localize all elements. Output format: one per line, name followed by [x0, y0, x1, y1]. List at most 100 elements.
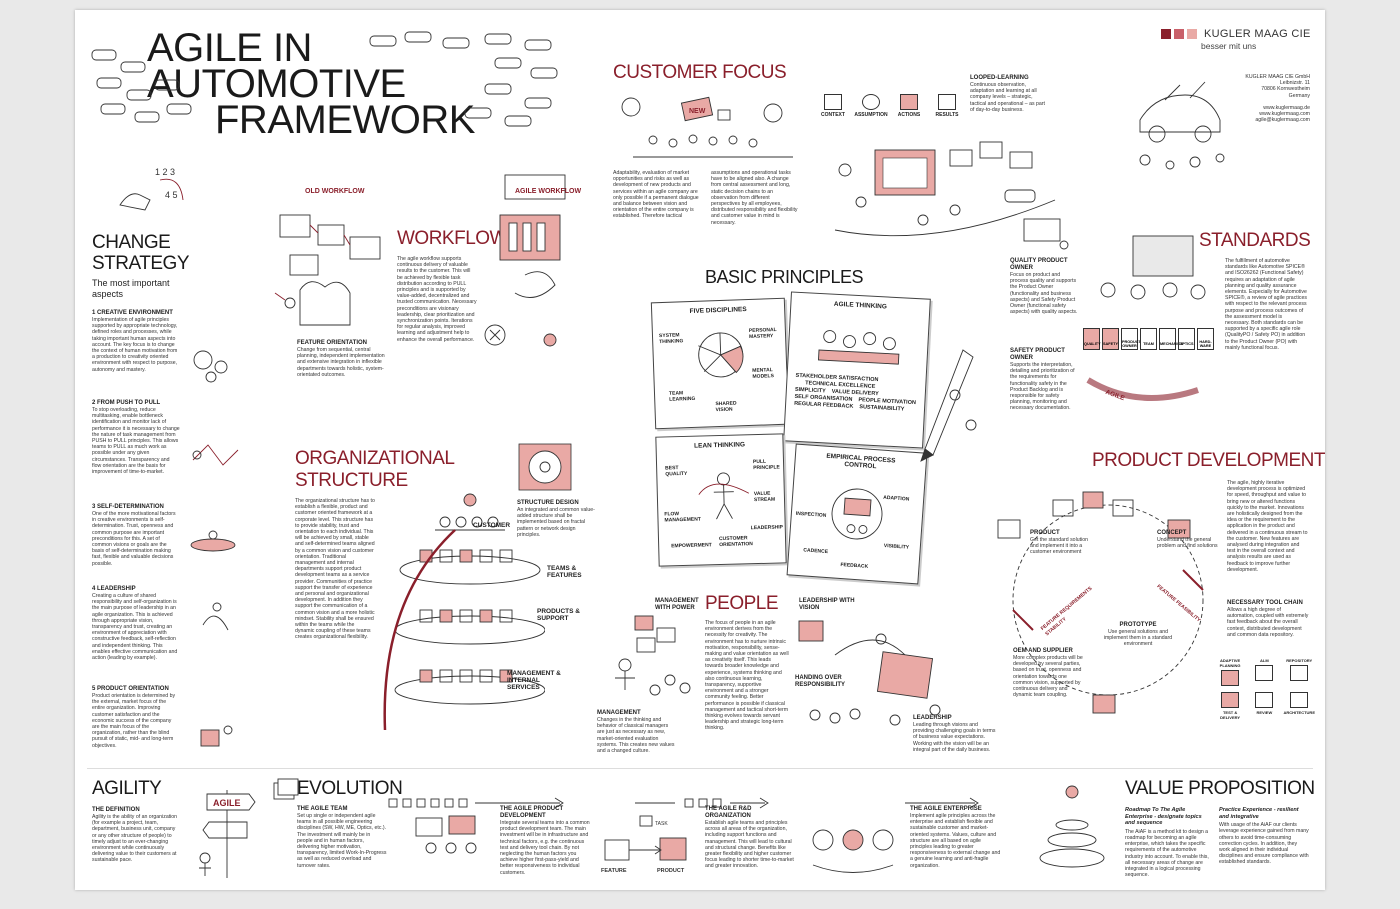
new-label: NEW — [689, 108, 706, 115]
title-line-1: AGILE IN — [147, 26, 312, 70]
looped-learning-steps: CONTEXT ASSUMPTION ACTIONS RESULTS — [815, 94, 965, 119]
card-empirical-process-control: EMPIRICAL PROCESS CONTROL ADAPTION INSPE… — [786, 443, 928, 585]
change-strategy-heading: CHANGE STRATEGY — [92, 232, 190, 274]
strategy-item-title: 5 PRODUCT ORIENTATION — [92, 686, 169, 692]
stage-title: THE AGILE TEAM — [297, 806, 348, 812]
rnd-organization-sketch — [812, 829, 894, 873]
address-line: Germany — [1288, 92, 1310, 99]
brand-address: KUGLER MAAG CIE GmbH Leibnizstr. 11 7080… — [1235, 74, 1310, 123]
lean-label: VALUE STREAM — [753, 490, 776, 504]
discipline-label: TEAM LEARNING — [668, 390, 696, 403]
standards-text: The fulfillment of automotive standards … — [1225, 258, 1307, 351]
discipline-label: SHARED VISION — [715, 400, 737, 414]
loop-step-label: RESULTS — [935, 112, 959, 118]
tool-label: ARCHITECTURE — [1283, 710, 1315, 715]
cars-sketch-top — [369, 31, 558, 127]
heading-line: CHANGE — [92, 232, 171, 253]
website-link[interactable]: www.kuglermaag.com — [1259, 111, 1310, 118]
spo-text: Supports the interpretation, detailing a… — [1010, 362, 1075, 412]
tool-item: ADAPTIVE PLANNING — [1215, 658, 1245, 686]
org-structure-text: The organizational structure has to esta… — [295, 498, 375, 641]
agility-heading: AGILITY — [92, 778, 162, 799]
value-prop-title: Practice Experience - resilient and inte… — [1219, 807, 1299, 820]
empirical-label: INSPECTION — [795, 510, 827, 519]
loop-step: ASSUMPTION — [853, 94, 889, 119]
oem-title: OEM AND SUPPLIER — [1013, 648, 1073, 654]
card-title: AGILE THINKING — [833, 300, 888, 311]
poster: AGILE IN AUTOMOTIVE FRAMEWORK KUGLER MAA… — [75, 10, 1325, 890]
product-dev-cycle — [997, 491, 1204, 714]
loop-step-label: ACTIONS — [897, 112, 921, 118]
agility-definition: THE DEFINITION Agility is the ability of… — [92, 807, 180, 864]
feature-label: FEATURE — [601, 868, 627, 874]
car-sketch-exploded — [1139, 81, 1225, 170]
empirical-sketch — [831, 488, 883, 540]
stage-title: THE AGILE R&D ORGANIZATION — [705, 806, 752, 819]
hand-numbers-icon: 1 2 3 4 5 — [119, 167, 184, 211]
tool-item: ALM — [1249, 658, 1279, 686]
strategy-item: 2 FROM PUSH TO PULL To stop overloading,… — [92, 400, 180, 504]
lean-label: BEST QUALITY — [665, 465, 688, 478]
concept-block: CONCEPT Understand the general problem a… — [1157, 530, 1219, 549]
tool-chain-text: Allows a high degree of automation, coup… — [1227, 607, 1309, 638]
brand-block: KUGLER MAAG CIE besser mit uns — [1161, 28, 1311, 51]
address-line: 70806 Kornwestheim — [1261, 86, 1310, 93]
lean-label: CUSTOMER ORIENTATION — [718, 535, 753, 549]
tool-chain-icons: ADAPTIVE PLANNING ALM REPOSITORY TEST & … — [1215, 658, 1315, 720]
card-agile-thinking: AGILE THINKING STAKEHOLDER SATISFACTION … — [783, 291, 931, 449]
management-title: MANAGEMENT — [597, 710, 641, 716]
strategy-item-text: Creating a culture of shared responsibil… — [92, 593, 178, 662]
tool-item: REPOSITORY — [1283, 658, 1315, 686]
org-structure-layers — [383, 493, 545, 731]
leadership-text: Leading through visions and providing ch… — [913, 722, 996, 753]
concept-title: CONCEPT — [1157, 530, 1187, 536]
five-disciplines-wheel — [698, 332, 744, 378]
strategy-item: 4 LEADERSHIP Creating a culture of share… — [92, 586, 180, 686]
signpost-sketch: AGILE — [199, 790, 256, 878]
structure-design-sketch — [518, 443, 572, 491]
main-title: AGILE IN AUTOMOTIVE FRAMEWORK — [147, 26, 475, 140]
stage-title: THE AGILE PRODUCT DEVELOPMENT — [500, 806, 564, 819]
lean-label: PULL PRINCIPLE — [752, 458, 780, 472]
change-strategy-subheading: The most important aspects — [92, 278, 170, 299]
customer-focus-text-1: Adaptability, evaluation of market oppor… — [613, 170, 699, 220]
loop-step: ACTIONS — [891, 94, 927, 119]
cars-sketch-left — [91, 49, 192, 123]
svg-text:4 5: 4 5 — [165, 190, 178, 200]
structure-design: STRUCTURE DESIGN An integrated and commo… — [517, 500, 597, 538]
title-line-2: AUTOMOTIVE — [147, 62, 406, 106]
change-strategy-list: 1 CREATIVE ENVIRONMENT Implementation of… — [92, 310, 180, 749]
prototype-text: Use general solutions and implement them… — [1103, 629, 1173, 648]
lean-label: FLOW MANAGEMENT — [664, 511, 701, 524]
email-link[interactable]: agile@kuglermaag.com — [1255, 117, 1310, 124]
brand-name: KUGLER MAAG CIE — [1204, 28, 1311, 40]
website-link[interactable]: www.kuglermaag.de — [1263, 104, 1310, 111]
management-text: Changes in the thinking and behavior of … — [597, 717, 675, 755]
lean-thinking-sketch — [698, 472, 750, 520]
stage-title: THE AGILE ENTERPRISE — [910, 806, 982, 812]
evolution-stage-4: THE AGILE ENTERPRISE Implement agile pri… — [910, 806, 1002, 869]
bottom-separator — [87, 768, 1313, 769]
oem-block: OEM AND SUPPLIER More complex products w… — [1013, 648, 1085, 698]
agile-thinking-labels: STAKEHOLDER SATISFACTION TECHNICAL EXCEL… — [794, 373, 920, 414]
card-five-disciplines: FIVE DISCIPLINES SYSTEM THINKING PERSONA… — [650, 297, 790, 430]
definition-text: Agility is the ability of an organizatio… — [92, 814, 178, 864]
product-block: PRODUCT Get the standard solution and im… — [1030, 530, 1095, 556]
feature-orientation: FEATURE ORIENTATION Change from sequenti… — [297, 340, 392, 378]
mechanics-icon: MECHANICS — [1159, 328, 1183, 350]
layer-teams: TEAMS & FEATURES — [547, 565, 582, 579]
quality-product-owner: QUALITY PRODUCT OWNER Focus on product a… — [1010, 258, 1078, 315]
strategy-item: 5 PRODUCT ORIENTATION Product orientatio… — [92, 686, 180, 749]
old-workflow-sketch: OLD WORKFLOW — [274, 188, 381, 326]
org-structure-heading: ORGANIZATIONAL STRUCTURE — [295, 448, 455, 492]
prototype-title: PROTOTYPE — [1119, 622, 1157, 628]
concept-text: Understand the general problem and find … — [1157, 537, 1218, 550]
evolution-stack-icon — [273, 778, 299, 800]
qpo-text: Focus on product and process quality and… — [1010, 272, 1078, 316]
card-title: EMPIRICAL PROCESS CONTROL — [826, 452, 896, 471]
brand-square-3 — [1187, 29, 1197, 39]
strategy-item-text: One of the more motivational factors in … — [92, 511, 176, 567]
value-prop-title: Roadmap To The Agile Enterprise - design… — [1125, 807, 1202, 827]
evolution-stage-2: THE AGILE PRODUCT DEVELOPMENT Integrate … — [500, 806, 592, 876]
enterprise-spiral-sketch — [1039, 785, 1105, 868]
